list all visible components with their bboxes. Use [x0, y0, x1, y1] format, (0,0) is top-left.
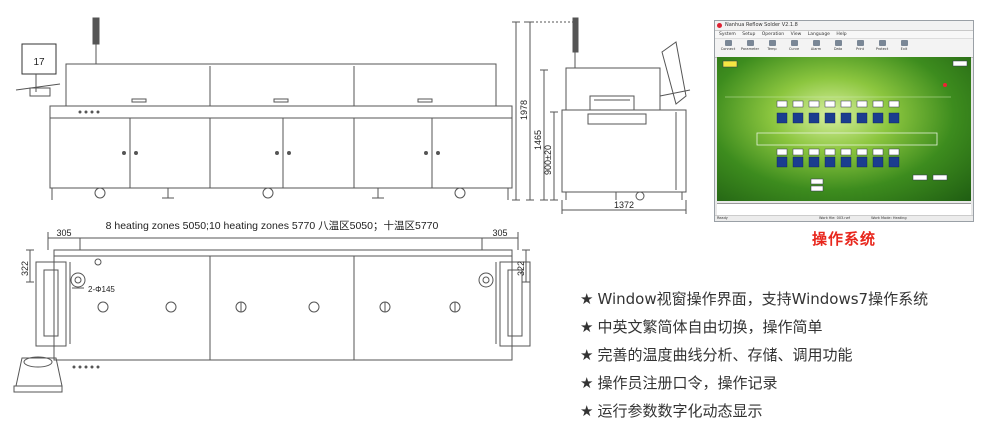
side-view	[524, 17, 691, 214]
dim-end-length-right: 305	[492, 228, 507, 238]
toolbar-print-button[interactable]: Print	[851, 40, 869, 54]
dim-end-width-right: 322	[516, 261, 526, 276]
alarm-icon	[812, 40, 820, 46]
data-icon	[834, 40, 842, 46]
status-text: Ready	[717, 216, 728, 220]
dim-body-height: 1465	[533, 130, 543, 150]
status-work-mode: Work Mode: Heating	[871, 216, 907, 220]
status-bar: Ready Work file: 003.rwf Work Mode: Heat…	[715, 215, 973, 221]
temperature-icon	[768, 40, 776, 46]
status-work-file: Work file: 003.rwf	[819, 216, 850, 220]
toolbar-data-button[interactable]: Data	[829, 40, 847, 54]
protect-icon	[878, 40, 886, 46]
connect-icon	[724, 40, 732, 46]
feature-item: ★运行参数数字化动态显示	[580, 402, 763, 420]
toolbar-exit-button[interactable]: Exit	[895, 40, 913, 54]
plan-view	[13, 232, 531, 393]
window-title: Nanhua Reflow Solder V2.1.8	[725, 22, 798, 28]
dim-overall-height: 1978	[519, 100, 529, 120]
os-caption: 操作系统	[812, 230, 877, 248]
toolbar-connect-button[interactable]: Connect	[719, 40, 737, 54]
menu-system[interactable]: System	[719, 32, 736, 37]
star-icon: ★	[580, 346, 594, 364]
technical-drawing: 17 1978 1465 900±20 1372 8 heating zones…	[13, 17, 691, 393]
print-icon	[856, 40, 864, 46]
feature-list: ★Window视窗操作界面，支持Windows7操作系统 ★中英文繁简体自由切换…	[580, 285, 928, 425]
toolbar-curve-button[interactable]: Curve	[785, 40, 803, 54]
menu-operation[interactable]: Operation	[761, 32, 785, 37]
toolbar-temp-button[interactable]: Temp	[763, 40, 781, 54]
toolbar-alarm-button[interactable]: Alarm	[807, 40, 825, 54]
window-titlebar: Nanhua Reflow Solder V2.1.8	[715, 21, 973, 31]
parameter-icon	[746, 40, 754, 46]
star-icon: ★	[580, 290, 594, 308]
star-icon: ★	[580, 402, 594, 420]
dim-end-width-left: 322	[20, 261, 30, 276]
menu-view[interactable]: View	[790, 32, 802, 37]
front-view	[15, 17, 520, 201]
hole-callout: 2-Φ145	[88, 285, 115, 294]
feature-item: ★完善的温度曲线分析、存储、调用功能	[580, 346, 853, 364]
feature-item: ★中英文繁简体自由切换，操作简单	[580, 318, 823, 336]
menu-help[interactable]: Help	[836, 32, 847, 37]
feature-item: ★操作员注册口令，操作记录	[580, 374, 778, 392]
menu-setup[interactable]: Setup	[742, 32, 756, 37]
oven-monitor-canvas	[717, 57, 971, 201]
toolbar: Connect Parameter Temp Curve Alarm Data …	[715, 39, 973, 58]
app-logo-icon	[717, 23, 722, 28]
dim-conveyor-height: 900±20	[543, 145, 553, 175]
dim-end-length-left: 305	[56, 228, 71, 238]
feature-item: ★Window视窗操作界面，支持Windows7操作系统	[580, 290, 929, 308]
software-screenshot: Nanhua Reflow Solder V2.1.8 System Setup…	[714, 20, 974, 222]
toolbar-protect-button[interactable]: Protect	[873, 40, 891, 54]
alarm-log-panel	[717, 203, 971, 218]
toolbar-parameter-button[interactable]: Parameter	[741, 40, 759, 54]
menu-language[interactable]: Language	[807, 32, 830, 37]
monitor-size-label: 17	[33, 57, 45, 68]
menu-bar: System Setup Operation View Language Hel…	[715, 31, 973, 39]
dim-depth: 1372	[614, 200, 634, 210]
star-icon: ★	[580, 374, 594, 392]
exit-icon	[900, 40, 908, 46]
zones-caption: 8 heating zones 5050;10 heating zones 57…	[106, 219, 439, 232]
curve-icon	[790, 40, 798, 46]
star-icon: ★	[580, 318, 594, 336]
monitor-drawing	[21, 43, 57, 75]
